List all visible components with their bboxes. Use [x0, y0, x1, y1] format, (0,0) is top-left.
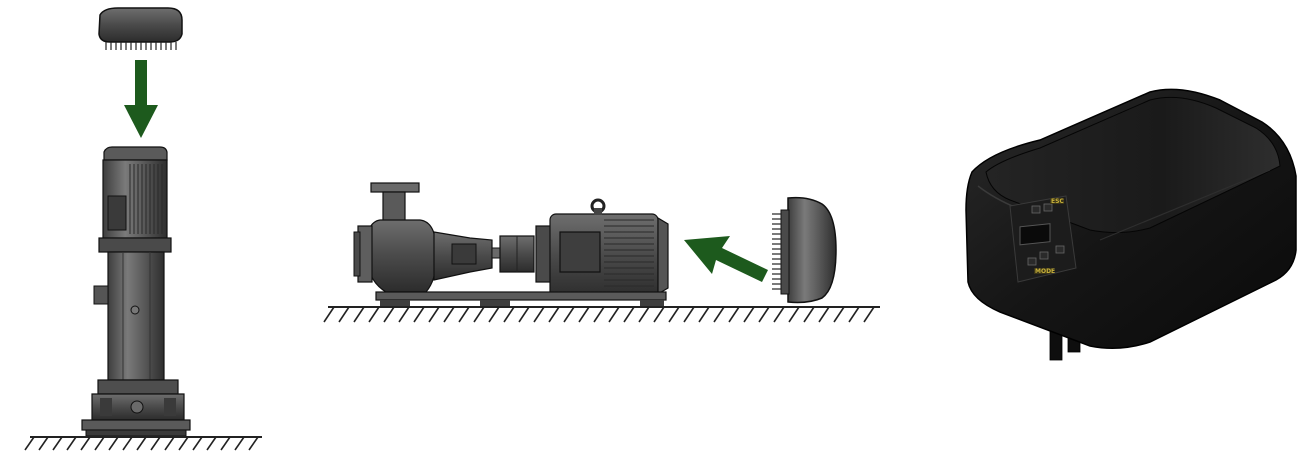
ground-hatch — [773, 306, 785, 323]
ground-hatch — [698, 306, 710, 323]
horizontal-pump-figure — [323, 182, 880, 323]
ground-hatch — [108, 436, 119, 451]
ground-hatch — [323, 306, 335, 323]
ground-hatch — [192, 436, 203, 451]
ground-hatch — [758, 306, 770, 323]
install-arrow-down-icon — [124, 60, 158, 138]
ground-hatch — [563, 306, 575, 323]
ground-hatch — [398, 306, 410, 323]
ground-hatch — [713, 306, 725, 323]
mode-label: MODE — [1035, 268, 1055, 275]
ground-hatch — [503, 306, 515, 323]
ground-hatch — [623, 306, 635, 323]
ground-hatch — [548, 306, 560, 323]
ground-hatch — [24, 436, 35, 451]
ground-hatch — [518, 306, 530, 323]
ground-hatch — [638, 306, 650, 323]
ground-hatch — [818, 306, 830, 323]
ground-hatch — [164, 436, 175, 451]
ground-hatch — [413, 306, 425, 323]
ground-hatch — [788, 306, 800, 323]
ground-middle — [323, 306, 880, 323]
ground-hatch — [66, 436, 77, 451]
ground-hatch — [94, 436, 105, 451]
ground-hatch — [653, 306, 665, 323]
inverter-control-panel: ESC MODE — [1009, 195, 1077, 283]
ground-hatch — [683, 306, 695, 323]
ground-hatch — [248, 436, 259, 451]
ground-hatch — [593, 306, 605, 323]
ground-hatch — [728, 306, 740, 323]
ground-hatch — [533, 306, 545, 323]
ground-hatch — [473, 306, 485, 323]
ground-hatch — [150, 436, 161, 451]
inverter-buttons — [1027, 203, 1065, 266]
ground-hatch — [383, 306, 395, 323]
ground-hatch — [458, 306, 470, 323]
ground-hatch — [353, 306, 365, 323]
inverter-module-side-icon — [772, 196, 837, 304]
ground-hatch — [608, 306, 620, 323]
ground-hatch — [428, 306, 440, 323]
ground-hatch — [220, 436, 231, 451]
ground-hatch — [863, 306, 875, 323]
ground-hatch — [52, 436, 63, 451]
ground-hatch — [848, 306, 860, 323]
ground-hatch — [368, 306, 380, 323]
ground-hatch — [833, 306, 845, 323]
ground-hatch — [443, 306, 455, 323]
ground-hatch — [743, 306, 755, 323]
horizontal-pump-icon — [353, 182, 669, 306]
vertical-pump-icon — [81, 146, 191, 437]
ground-hatch — [178, 436, 189, 451]
ground-hatch — [136, 436, 147, 451]
ground-hatch — [80, 436, 91, 451]
ground-hatch — [122, 436, 133, 451]
ground-left — [24, 436, 262, 451]
ground-hatch — [488, 306, 500, 323]
ground-hatch — [803, 306, 815, 323]
ground-hatch — [38, 436, 49, 451]
install-arrow-up-left-icon — [684, 236, 768, 282]
ground-hatch — [206, 436, 217, 451]
ground-hatch — [578, 306, 590, 323]
esc-label: ESC — [1051, 198, 1064, 205]
ground-hatch — [668, 306, 680, 323]
inverter-module-icon — [98, 7, 183, 50]
inverter-unit-figure: ESC MODE — [965, 88, 1297, 361]
ground-hatch — [338, 306, 350, 323]
vertical-pump-figure — [24, 7, 262, 451]
inverter-display — [1019, 223, 1051, 246]
inverter-unit-icon: ESC MODE — [965, 88, 1297, 361]
ground-hatch — [234, 436, 245, 451]
